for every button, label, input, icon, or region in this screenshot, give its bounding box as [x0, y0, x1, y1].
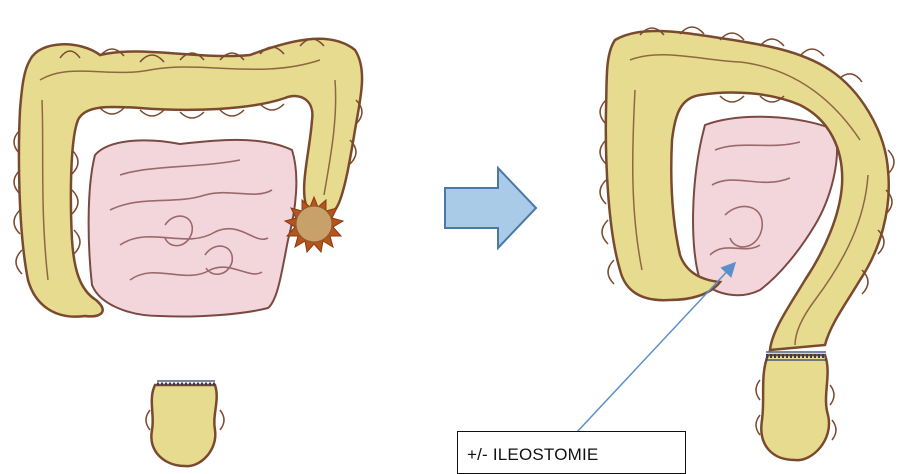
rectal-stump-icon — [146, 381, 224, 466]
colon-after-icon — [600, 27, 894, 460]
rectum-right — [761, 355, 829, 460]
ileostomy-label: +/- ILEOSTOMIE — [457, 431, 686, 474]
small-bowel-left — [89, 140, 297, 317]
colon-before-icon — [14, 39, 362, 317]
procedure-arrow-icon — [445, 168, 536, 248]
